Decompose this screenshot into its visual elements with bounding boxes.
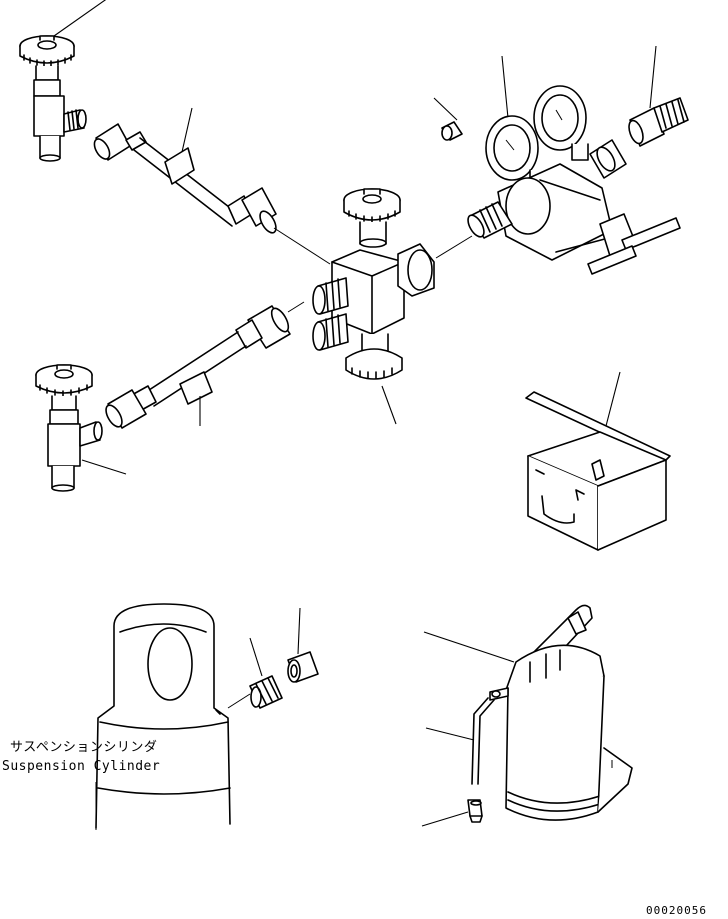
manifold-block — [312, 188, 473, 425]
adapter-fitting — [628, 45, 689, 147]
drawing-number: 00020056 — [646, 904, 707, 917]
hose-upper — [93, 107, 331, 265]
storage-case — [525, 371, 671, 551]
hose-lower — [105, 301, 305, 429]
charging-pump — [421, 604, 633, 827]
charge-valve-parts — [227, 607, 319, 709]
regulator-gauges — [433, 55, 681, 275]
label-jp: サスペンションシリンダ — [10, 740, 157, 755]
label-en: Suspension Cylinder — [2, 759, 160, 774]
valve-upper-left — [19, 0, 107, 162]
cylinder-label: サスペンションシリンダ Suspension Cylinder — [2, 740, 160, 774]
valve-lower-left — [35, 364, 127, 492]
suspension-cylinder — [95, 603, 231, 830]
